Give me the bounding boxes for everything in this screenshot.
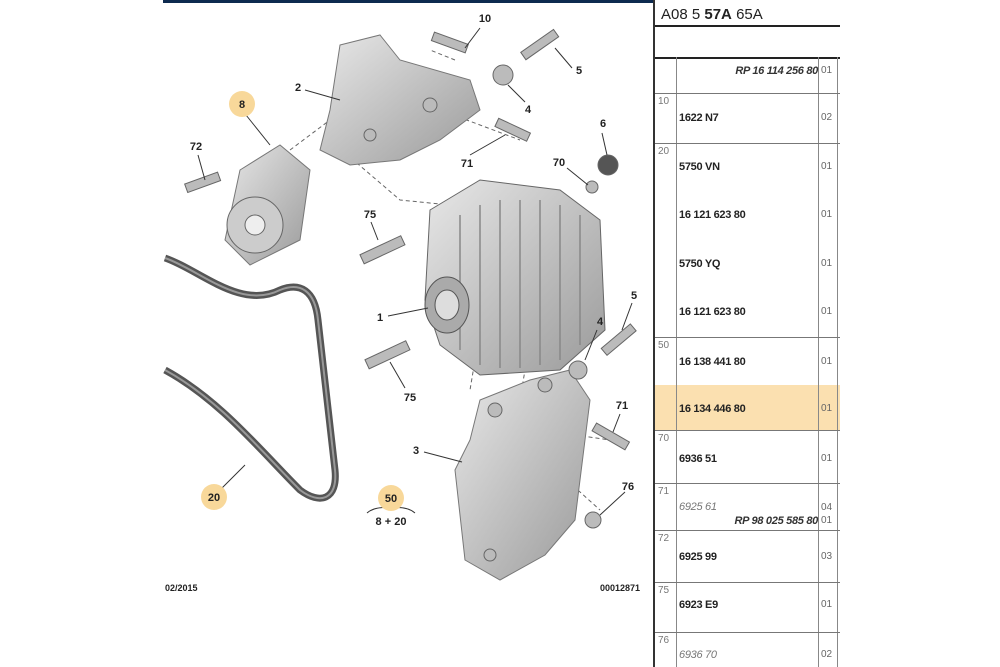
callout-8[interactable]: 8	[239, 99, 245, 111]
callout-highlight-50	[378, 485, 404, 511]
callout-50[interactable]: 50	[385, 493, 397, 505]
callout-3[interactable]: 3	[413, 445, 419, 457]
callout-71-lower[interactable]: 71	[616, 400, 628, 412]
bolt-5-upper	[520, 28, 560, 61]
callout-75[interactable]: 75	[364, 209, 376, 221]
nut-70	[585, 180, 599, 194]
bolt-10	[430, 31, 469, 54]
parts-table: A08 5 57A 65A RP 16 114 256 80 01 10 162…	[653, 0, 840, 667]
kit-formula: 8 + 20	[376, 516, 407, 528]
callout-1[interactable]: 1	[377, 312, 383, 324]
callout-70[interactable]: 70	[553, 157, 565, 169]
callout-highlight-8	[229, 91, 255, 117]
callout-10[interactable]: 10	[479, 13, 491, 25]
spacer-4-lower	[568, 360, 588, 380]
highlighted-row-bg	[655, 385, 840, 430]
callout-5-lower[interactable]: 5	[631, 290, 637, 302]
nut-76	[584, 511, 602, 529]
callout-5[interactable]: 5	[576, 65, 582, 77]
callout-72[interactable]: 72	[190, 141, 202, 153]
bolt-75-upper	[359, 235, 406, 265]
callout-highlight-20	[201, 484, 227, 510]
diagram-top-bar	[163, 0, 653, 3]
upper-bracket	[319, 34, 481, 166]
callout-71[interactable]: 71	[461, 158, 473, 170]
diagram-ref: 00012871	[600, 583, 640, 593]
drive-belt-inner	[164, 257, 337, 500]
exploded-parts-diagram: 10 5 2 4 8 72 71 6 70 75 1 5 4 75 71 3 7…	[163, 13, 640, 593]
bolt-72	[184, 171, 222, 194]
bolt-71-lower	[591, 422, 631, 451]
callout-76[interactable]: 76	[622, 481, 634, 493]
alternator	[424, 179, 606, 376]
lower-bracket	[454, 369, 591, 581]
bolt-75-lower	[364, 340, 411, 370]
belt-tensioner	[224, 144, 311, 266]
callout-6[interactable]: 6	[600, 118, 606, 130]
bolt-5-lower	[600, 323, 637, 356]
callout-2[interactable]: 2	[295, 82, 301, 94]
spacer-4-upper	[492, 64, 514, 86]
model-code: A08 5 57A 65A	[661, 6, 763, 23]
bolt-71-upper	[494, 117, 532, 142]
callout-20[interactable]: 20	[208, 492, 220, 504]
callout-75-lower[interactable]: 75	[404, 392, 416, 404]
callout-4[interactable]: 4	[525, 104, 532, 116]
diagram-date: 02/2015	[165, 583, 198, 593]
callout-4-lower[interactable]: 4	[597, 316, 604, 328]
ball-6	[597, 154, 619, 176]
